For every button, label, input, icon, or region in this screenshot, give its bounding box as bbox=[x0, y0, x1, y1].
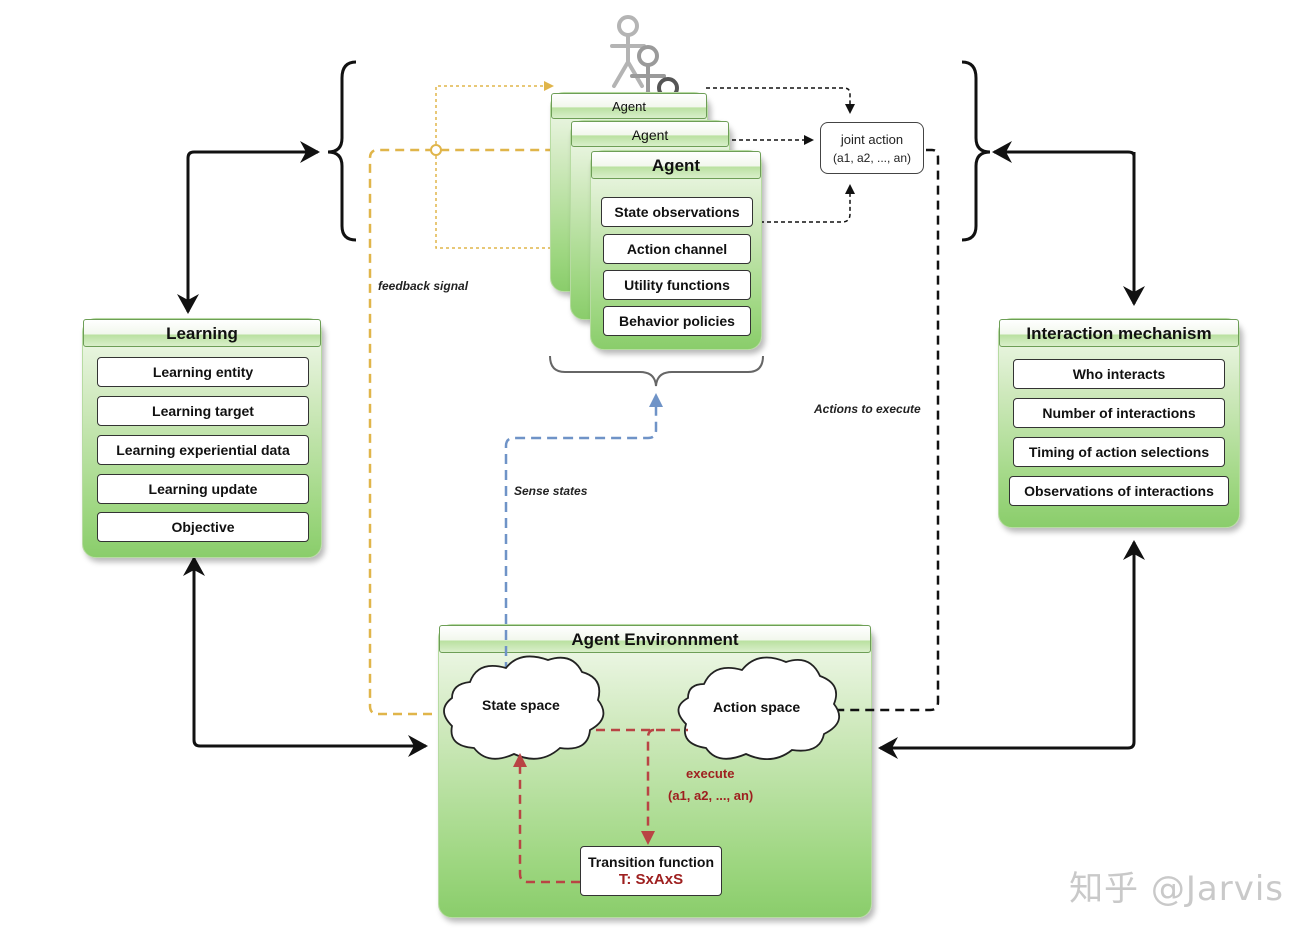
feedback-connector bbox=[368, 145, 562, 716]
learning-item-update: Learning update bbox=[97, 474, 309, 504]
state-space-label: State space bbox=[482, 697, 560, 713]
sense-states-label: Sense states bbox=[514, 484, 588, 498]
agent-item-action-channel: Action channel bbox=[603, 234, 751, 264]
agent-card-title: Agent bbox=[591, 151, 761, 179]
transition-title: Transition function bbox=[588, 854, 714, 870]
state-space-cloud bbox=[443, 655, 605, 760]
left-brace bbox=[327, 60, 357, 242]
action-space-cloud bbox=[677, 656, 841, 760]
joint-action-args: (a1, a2, ..., an) bbox=[832, 151, 912, 165]
watermark: 知乎 @Jarvis bbox=[1069, 869, 1284, 909]
learning-panel: Learning Learning entity Learning target… bbox=[82, 318, 322, 558]
interaction-item-observations: Observations of interactions bbox=[1009, 476, 1229, 506]
actions-connector bbox=[824, 148, 940, 715]
joint-action-connectors bbox=[706, 87, 855, 223]
learning-item-entity: Learning entity bbox=[97, 357, 309, 387]
learning-title: Learning bbox=[83, 319, 321, 347]
feedback-signal-label: feedback signal bbox=[378, 279, 469, 293]
interaction-item-number: Number of interactions bbox=[1013, 398, 1225, 428]
execute-label: execute bbox=[686, 766, 735, 781]
transition-formula: T: SxAxS bbox=[618, 871, 684, 888]
right-brace bbox=[961, 60, 991, 242]
sense-connector bbox=[504, 393, 663, 672]
joint-action-title: joint action bbox=[840, 132, 904, 147]
action-space-label: Action space bbox=[713, 699, 801, 715]
learning-brace-connector bbox=[186, 141, 320, 307]
transition-connectors bbox=[513, 728, 688, 884]
learning-env-connector bbox=[192, 580, 428, 757]
agent-item-state-observations: State observations bbox=[601, 197, 753, 227]
actions-to-execute-label: Actions to execute bbox=[814, 402, 921, 416]
interaction-item-who: Who interacts bbox=[1013, 359, 1225, 389]
joint-action-box: joint action (a1, a2, ..., an) bbox=[820, 122, 924, 174]
agents-brace bbox=[549, 355, 764, 387]
agent-card-back-title: Agent bbox=[551, 93, 707, 119]
interaction-brace-connector bbox=[992, 141, 1136, 170]
agent-item-utility-functions: Utility functions bbox=[603, 270, 751, 300]
interaction-item-timing: Timing of action selections bbox=[1013, 437, 1225, 467]
interaction-panel: Interaction mechanism Who interacts Numb… bbox=[998, 318, 1240, 528]
transition-function-box: Transition function T: SxAxS bbox=[580, 846, 722, 896]
interaction-title: Interaction mechanism bbox=[999, 319, 1239, 347]
execute-args-label: (a1, a2, ..., an) bbox=[668, 788, 754, 803]
agent-card-middle-title: Agent bbox=[571, 121, 729, 147]
learning-item-objective: Objective bbox=[97, 512, 309, 542]
agent-item-behavior-policies: Behavior policies bbox=[603, 306, 751, 336]
interaction-env-connector bbox=[878, 700, 1136, 759]
learning-item-experiential-data: Learning experiential data bbox=[97, 435, 309, 465]
agent-card-front: Agent State observations Action channel … bbox=[590, 150, 762, 350]
learning-item-target: Learning target bbox=[97, 396, 309, 426]
